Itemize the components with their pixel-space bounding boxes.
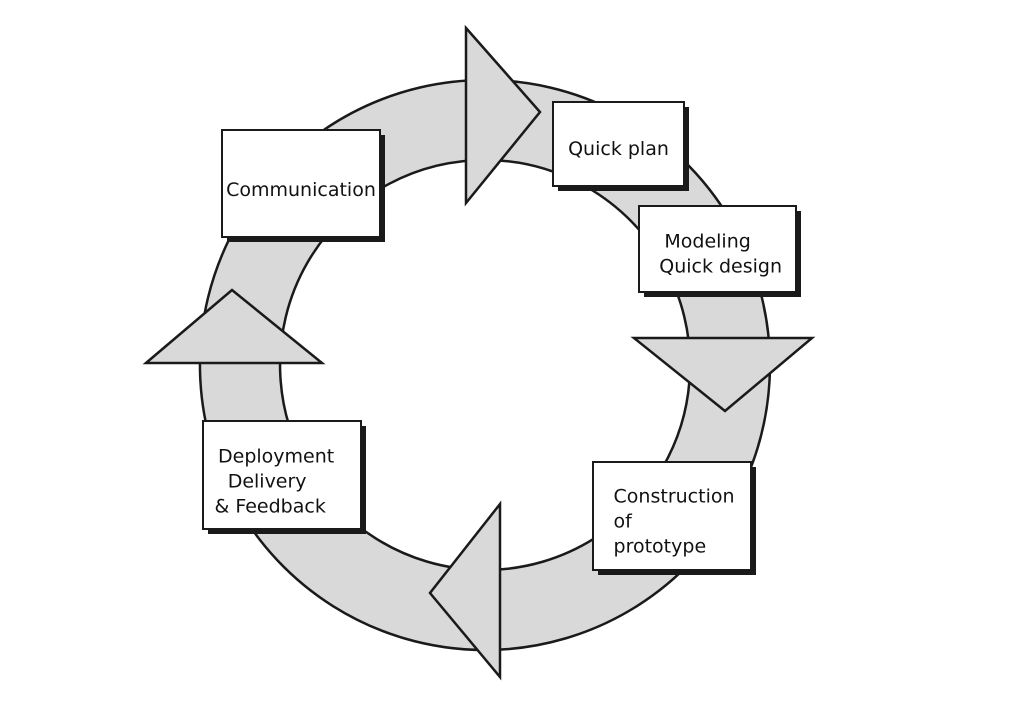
step-label-line-1: Communication	[226, 179, 376, 201]
step-label: Modeling Quick design	[659, 230, 782, 277]
step-box	[638, 205, 797, 293]
step-label: Construction of prototype	[614, 485, 741, 557]
arrowhead-bottom	[428, 500, 502, 681]
step-label: Quick plan	[568, 138, 669, 160]
step-label-line-3: prototype	[614, 535, 707, 557]
step-label-line-1: Modeling	[664, 230, 750, 252]
step-label-line-2: Delivery	[228, 471, 307, 493]
step-modeling: Modeling Quick design	[638, 205, 801, 297]
arrowhead-left	[142, 288, 326, 365]
step-label-line-2: of	[614, 510, 634, 532]
step-box	[552, 101, 685, 187]
step-quick-plan: Quick plan	[552, 101, 689, 191]
step-label-line-3: & Feedback	[214, 496, 325, 518]
step-label-line-1: Deployment	[218, 446, 334, 468]
step-box	[202, 420, 362, 530]
step-label-line-2: Quick design	[659, 255, 782, 277]
step-box	[592, 461, 752, 571]
step-box	[221, 129, 381, 238]
step-label: Communication	[226, 179, 376, 201]
step-label: Deployment Delivery & Feedback	[214, 446, 340, 518]
step-deployment: Deployment Delivery & Feedback	[202, 420, 366, 534]
cycle-ring	[142, 24, 816, 681]
arrowhead-top	[464, 24, 542, 207]
step-communication: Communication	[221, 129, 385, 242]
step-label-line-1: Quick plan	[568, 138, 669, 160]
step-construction: Construction of prototype	[592, 461, 756, 575]
step-label-line-1: Construction	[614, 485, 735, 507]
arrowhead-right	[630, 336, 816, 413]
